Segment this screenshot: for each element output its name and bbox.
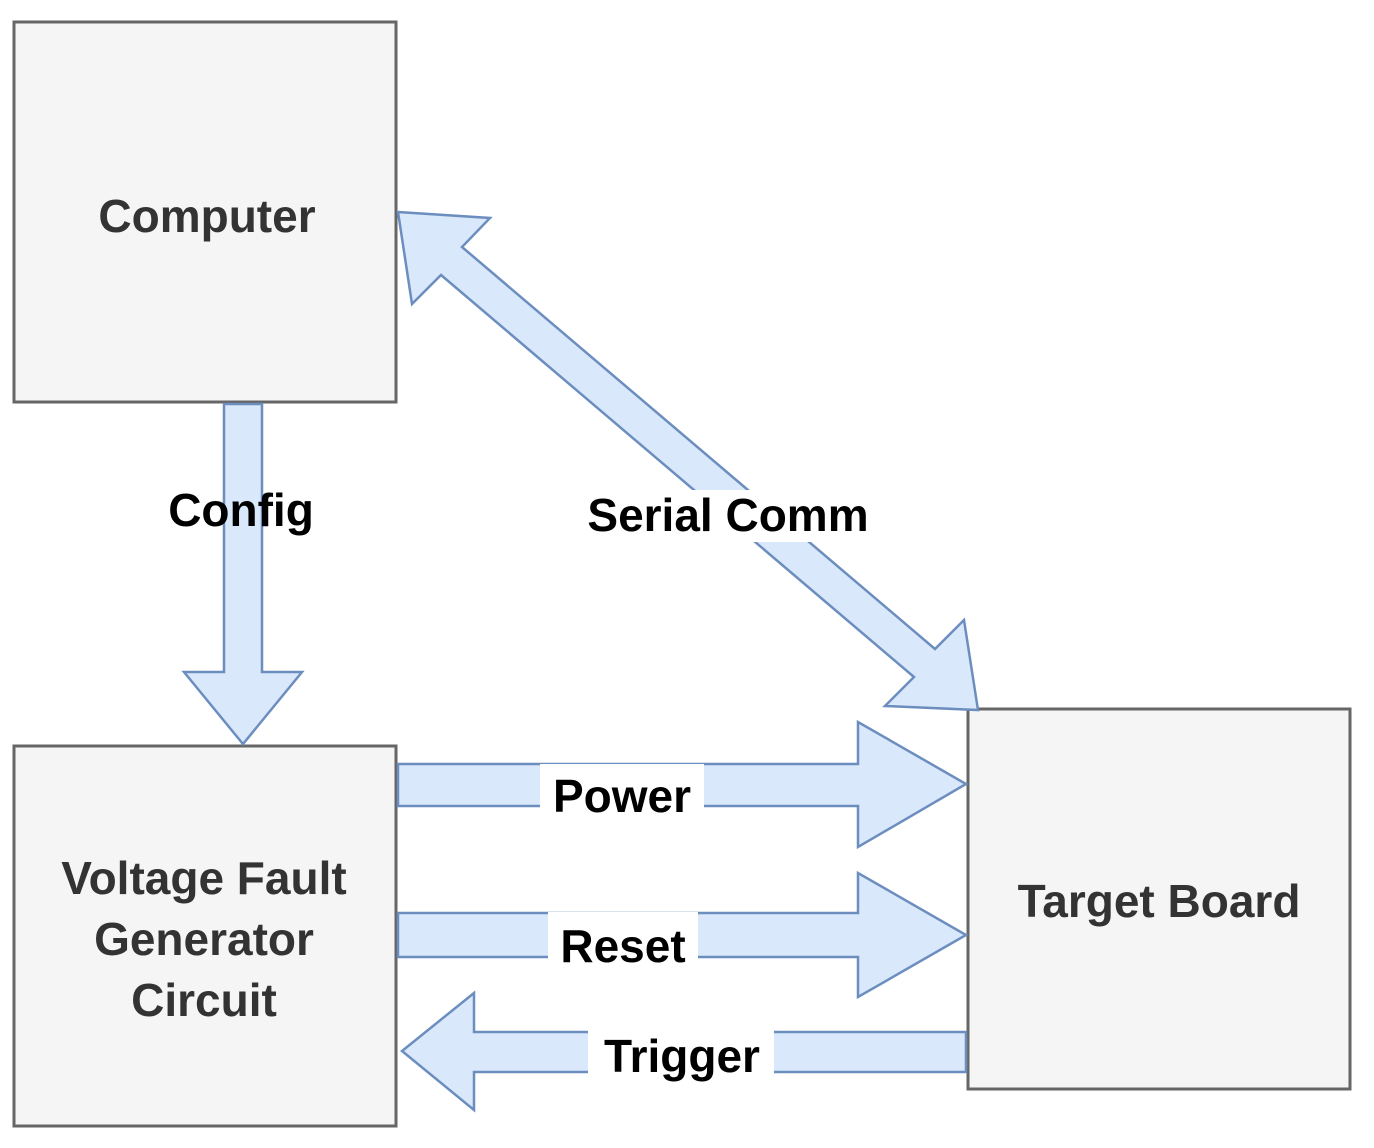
computer-label: Computer xyxy=(98,190,315,242)
computer-node xyxy=(12,20,398,404)
config-arrow xyxy=(181,402,305,746)
serial-comm-label: Serial Comm xyxy=(587,489,868,541)
trigger-label-bg xyxy=(588,1026,774,1078)
reset-label: Reset xyxy=(560,920,685,972)
vfg-label-line-2: Generator xyxy=(94,913,314,965)
voltage-fault-generator-node xyxy=(12,744,398,1128)
vfg-label-line-1: Voltage Fault xyxy=(61,852,346,904)
serial-comm-label-bg xyxy=(562,490,894,542)
power-label: Power xyxy=(553,770,691,822)
target-board-label: Target Board xyxy=(1018,875,1301,927)
power-label-bg xyxy=(540,764,704,816)
target-board-node xyxy=(966,707,1352,1091)
serial-comm-arrow xyxy=(396,210,980,712)
vfg-label-line-3: Circuit xyxy=(131,974,277,1026)
config-label: Config xyxy=(168,484,314,536)
reset-label-bg xyxy=(548,912,698,964)
trigger-label: Trigger xyxy=(604,1030,760,1082)
